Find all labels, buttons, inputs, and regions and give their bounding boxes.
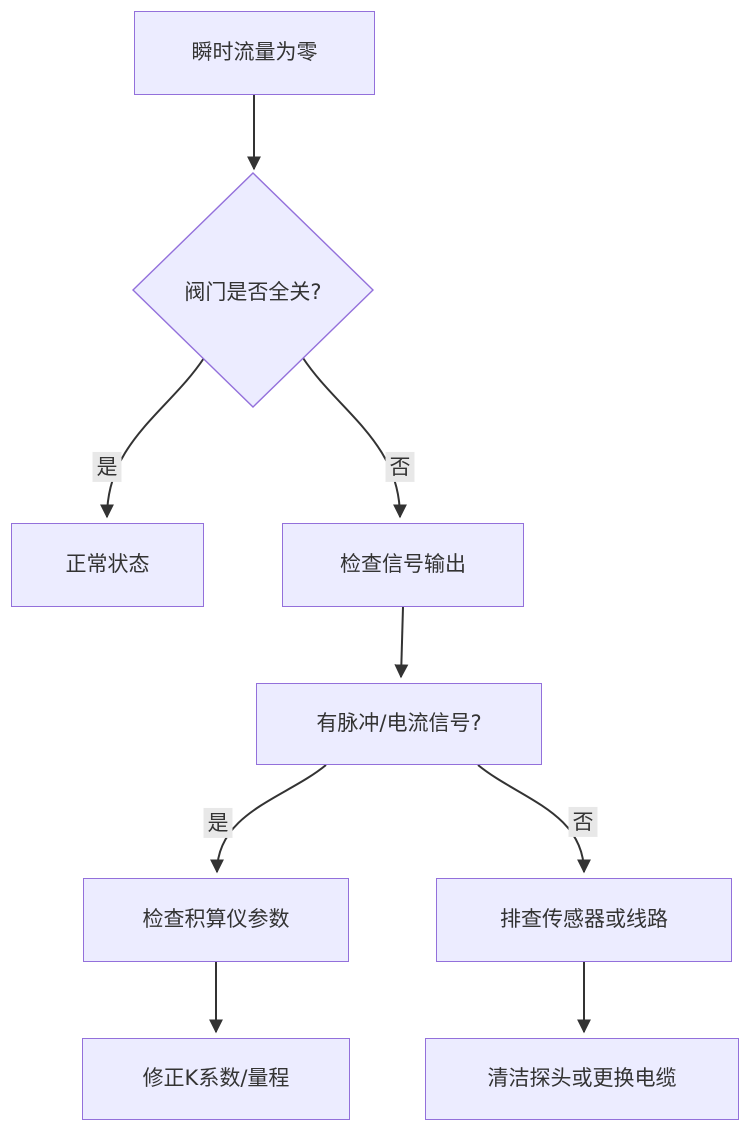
node-check-totalizer-label: 检查积算仪参数 (142, 907, 290, 932)
node-valve-question: 阀门是否全关? (143, 276, 363, 306)
node-valve-question-diamond (131, 172, 375, 408)
edge-label-yes-1: 是 (92, 451, 122, 483)
node-normal-state: 正常状态 (11, 523, 204, 607)
edge-signal-question-no-to-check-sensor (477, 764, 591, 874)
edge-label-no-1: 否 (385, 451, 415, 483)
node-check-sensor-label: 排查传感器或线路 (500, 907, 668, 932)
edge-label-no-2: 否 (568, 806, 598, 838)
node-clean-probe: 清洁探头或更换电缆 (425, 1038, 739, 1120)
node-signal-question-label: 有脉冲/电流信号? (316, 711, 482, 736)
edge-label-yes-2: 是 (203, 807, 233, 839)
edge-valve-question-yes-to-normal (100, 357, 205, 519)
node-normal-state-label: 正常状态 (65, 552, 150, 577)
node-check-signal-label: 检查信号输出 (340, 552, 466, 577)
edge-valve-question-no-to-check-signal (302, 357, 407, 519)
node-signal-question: 有脉冲/电流信号? (256, 683, 542, 765)
node-valve-question-label: 阀门是否全关? (184, 280, 322, 304)
node-check-totalizer: 检查积算仪参数 (83, 878, 349, 962)
node-clean-probe-label: 清洁探头或更换电缆 (487, 1066, 677, 1091)
node-check-signal: 检查信号输出 (282, 523, 524, 607)
node-start-label: 瞬时流量为零 (191, 40, 318, 65)
node-fix-k-factor: 修正K系数/量程 (82, 1038, 350, 1120)
node-check-sensor: 排查传感器或线路 (436, 878, 732, 962)
node-start: 瞬时流量为零 (134, 11, 375, 95)
node-fix-k-factor-label: 修正K系数/量程 (142, 1066, 290, 1091)
edge-signal-question-yes-to-check-totalizer (210, 764, 327, 874)
edge-check-signal-to-signal-question (394, 606, 409, 679)
